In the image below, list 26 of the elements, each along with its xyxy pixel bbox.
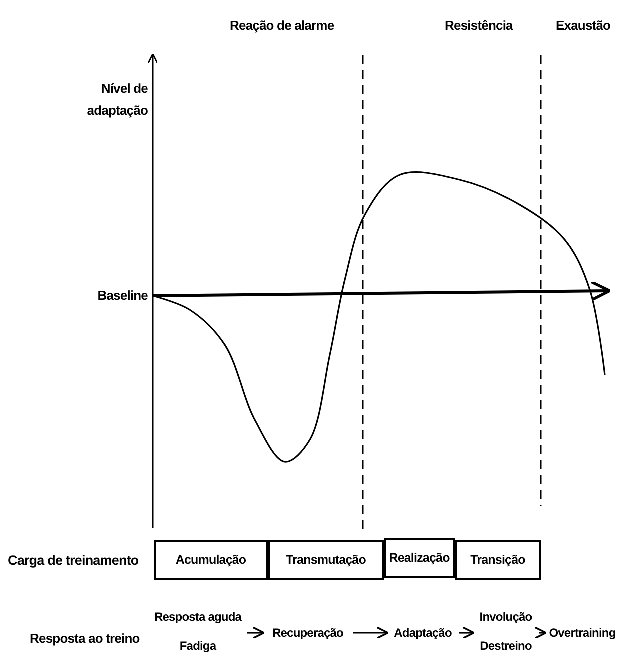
phase-text: Acumulação — [176, 552, 246, 569]
phase-box — [455, 540, 541, 580]
axis-label: Baseline — [98, 288, 148, 303]
phase-box — [154, 540, 268, 580]
phase-text: Transição — [470, 552, 526, 569]
row-label: Resposta ao treino — [30, 631, 140, 646]
response-text: Fadiga — [180, 639, 216, 654]
phase-text: Realização — [389, 550, 450, 567]
phase-label: Reação de alarme — [230, 18, 334, 33]
phase-label: Exaustão — [556, 18, 611, 33]
phase-box — [268, 540, 384, 580]
arrow — [534, 626, 548, 640]
response-text: Recuperação — [272, 626, 344, 640]
response-text: Adaptação — [394, 626, 452, 640]
response-text: Overtraining — [549, 626, 616, 640]
arrow — [353, 626, 390, 640]
response-text: Resposta aguda — [154, 610, 242, 625]
phase-text: Transmutação — [286, 552, 366, 569]
phase-box — [384, 538, 455, 578]
arrow — [247, 626, 266, 640]
arrow — [459, 626, 476, 640]
axis-label: Nível de adaptação — [86, 80, 148, 120]
response-text: Destreino — [480, 639, 532, 654]
row-label: Carga de treinamento — [8, 553, 139, 568]
phase-label: Resistência — [445, 18, 513, 33]
response-text: Involução — [480, 610, 532, 625]
